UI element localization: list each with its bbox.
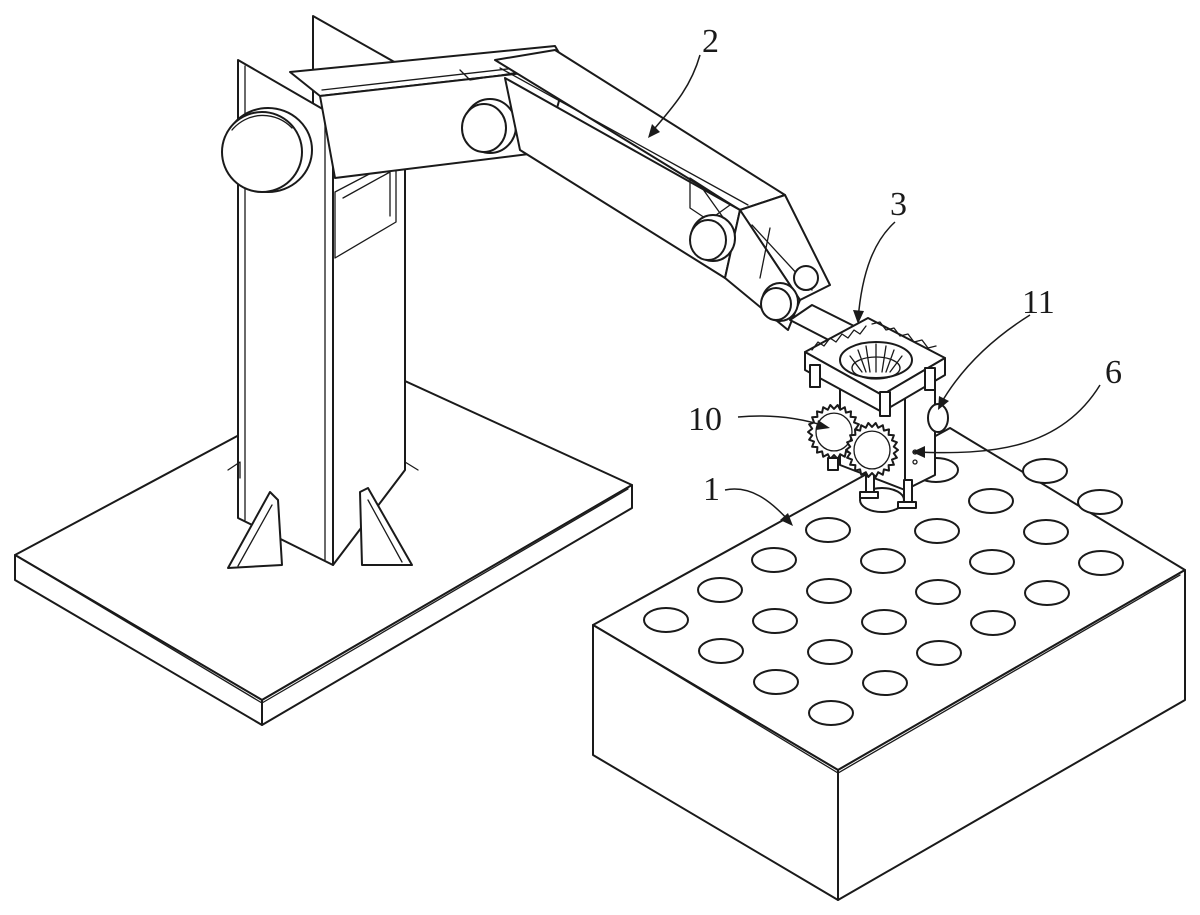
leader-2 xyxy=(649,54,701,135)
tray-hole xyxy=(807,639,853,665)
tray-hole xyxy=(1022,458,1068,484)
tray-hole xyxy=(808,700,854,726)
workpiece-tray xyxy=(592,427,1186,901)
tray-hole xyxy=(806,578,852,604)
tray-hole xyxy=(862,670,908,696)
label-3: 3 xyxy=(890,186,907,223)
forearm xyxy=(494,49,863,351)
label-11: 11 xyxy=(1022,284,1055,321)
tray-hole xyxy=(860,548,906,574)
tray-hole xyxy=(968,488,1014,514)
tray-hole xyxy=(970,610,1016,636)
elbow-pivot xyxy=(461,98,517,154)
leader-3 xyxy=(857,221,896,321)
leader-6 xyxy=(914,384,1101,454)
tray-hole xyxy=(751,547,797,573)
tray-hole xyxy=(752,608,798,634)
tray-hole xyxy=(969,549,1015,575)
tray-holes xyxy=(643,457,1124,726)
tray-hole xyxy=(1023,519,1069,545)
tray-hole xyxy=(805,517,851,543)
leader-11 xyxy=(939,314,1031,406)
label-6: 6 xyxy=(1105,354,1122,391)
label-10: 10 xyxy=(688,401,722,438)
label-1: 1 xyxy=(703,471,720,508)
tray-hole xyxy=(916,640,962,666)
gear-right xyxy=(845,422,899,478)
tray-hole xyxy=(861,609,907,635)
shoulder-pivot xyxy=(221,107,313,193)
label-2: 2 xyxy=(702,23,719,60)
tray-hole xyxy=(915,579,961,605)
tray-hole xyxy=(697,577,743,603)
gear-left xyxy=(807,404,861,460)
tray-hole xyxy=(698,638,744,664)
leader-1 xyxy=(724,488,791,523)
reference-labels: 2 3 11 6 10 1 xyxy=(648,23,1122,526)
tray-hole xyxy=(753,669,799,695)
tray-hole xyxy=(643,607,689,633)
gear-wheels xyxy=(807,404,899,478)
forearm-pivots xyxy=(689,214,819,322)
tray-hole xyxy=(1078,550,1124,576)
tray-hole xyxy=(1024,580,1070,606)
tray-hole xyxy=(1077,489,1123,515)
tray-hole xyxy=(914,518,960,544)
